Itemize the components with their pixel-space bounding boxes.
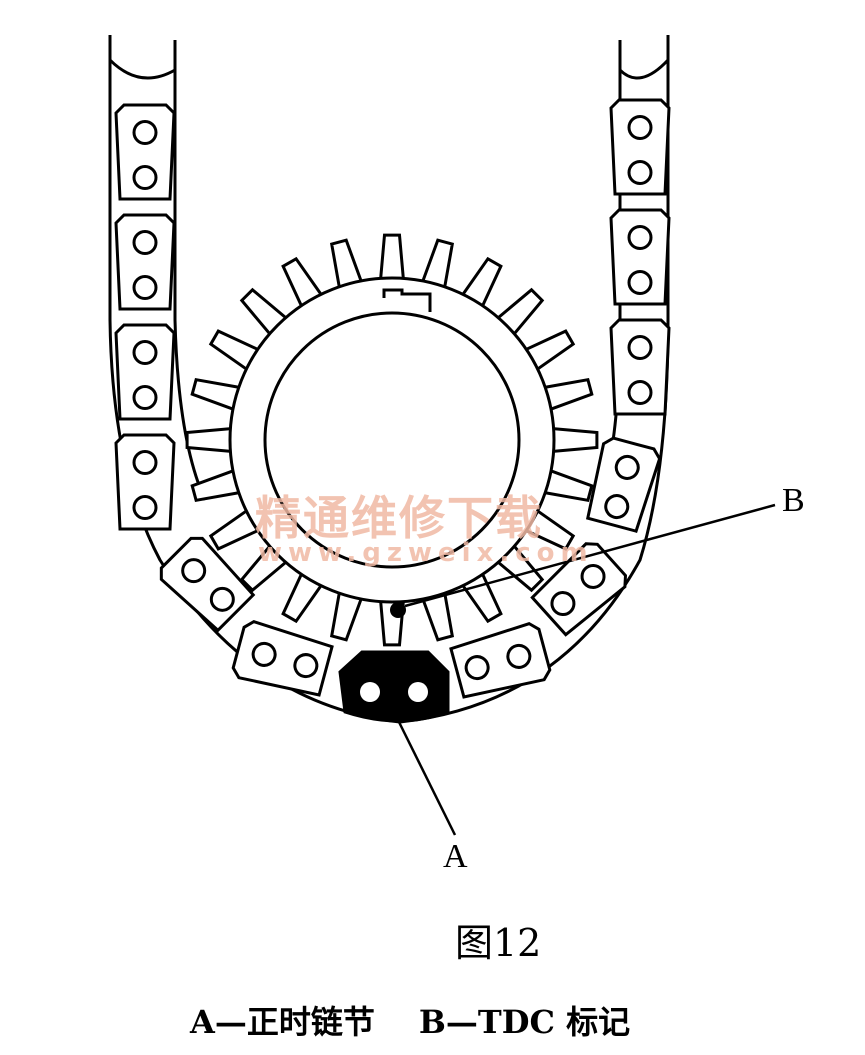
chain-pin: [550, 591, 576, 617]
timing-link-a: [338, 650, 450, 723]
chain-pin: [627, 335, 653, 360]
chain-pin: [132, 495, 158, 520]
figure-title: 图12: [455, 921, 542, 965]
chain-link: [609, 318, 671, 416]
chain-link: [114, 433, 176, 531]
chain-pin: [132, 275, 158, 300]
chain-pin: [464, 655, 490, 681]
chain-pin: [627, 380, 653, 405]
chain-pin: [132, 450, 158, 475]
timing-link-pin-left: [360, 682, 380, 702]
chain-pin: [132, 340, 158, 365]
chain-pin: [506, 643, 532, 669]
chain-link: [159, 536, 256, 633]
chain-pin: [181, 558, 207, 584]
chain-top-right-curve: [618, 58, 670, 80]
chain-top-left-curve: [108, 58, 176, 80]
sprocket-hub: [228, 276, 556, 604]
crankshaft-sprocket: [185, 233, 599, 647]
chain-link-plate: [609, 98, 671, 196]
chain-link: [114, 213, 176, 311]
chain-pin: [627, 270, 653, 295]
chain-link-plate: [159, 536, 256, 633]
chain-pin: [627, 115, 653, 140]
chain-link: [114, 103, 176, 201]
callout-b-label: B: [782, 482, 805, 519]
chain-link: [609, 208, 671, 306]
chain-link: [609, 98, 671, 196]
sprocket-bore: [263, 311, 521, 569]
chain-link-plate: [114, 103, 176, 201]
caption-item-b: B—TDC 标记: [418, 1003, 631, 1041]
chain-pin: [580, 563, 606, 589]
chain-link-plate: [231, 620, 334, 697]
chain-pin: [251, 641, 277, 667]
watermark-url: www.gzweix.com: [258, 538, 594, 568]
timing-link-body: [338, 650, 450, 723]
chain-link: [231, 620, 334, 697]
tdc-mark-dot: [390, 602, 406, 618]
callout-a-leader: [396, 719, 457, 836]
chain-pin: [209, 586, 235, 612]
chain-pin: [132, 230, 158, 255]
chain-pin: [627, 225, 653, 250]
chain-link: [585, 436, 662, 533]
chain-link: [449, 622, 552, 699]
chain-link: [530, 542, 628, 637]
watermark-text: 精通维修下载: [255, 491, 543, 545]
chain-link-plate: [609, 318, 671, 416]
chain-links: [114, 98, 671, 699]
chain-link-plate: [609, 208, 671, 306]
chain-pin: [132, 120, 158, 145]
chain-link-plate: [114, 213, 176, 311]
callout-b-leader: [404, 503, 776, 608]
sprocket-teeth: [185, 233, 599, 647]
chain-pin: [604, 494, 630, 520]
chain-pin: [614, 454, 640, 480]
chain-link-plate: [114, 433, 176, 531]
chain-pin: [132, 385, 158, 410]
figure-caption: A—正时链节 B—TDC 标记: [190, 1006, 630, 1038]
chain-link: [114, 323, 176, 421]
chain-pin: [627, 160, 653, 185]
callout-a-label: A: [443, 838, 468, 875]
chain-link-plate: [114, 323, 176, 421]
timing-link-pin-right: [408, 682, 428, 702]
keyway-notch: [382, 288, 432, 312]
chain-pin: [293, 653, 319, 679]
chain-link-plate: [449, 622, 552, 699]
caption-item-a: A—正时链节: [190, 1003, 375, 1041]
chain-pin: [132, 165, 158, 190]
